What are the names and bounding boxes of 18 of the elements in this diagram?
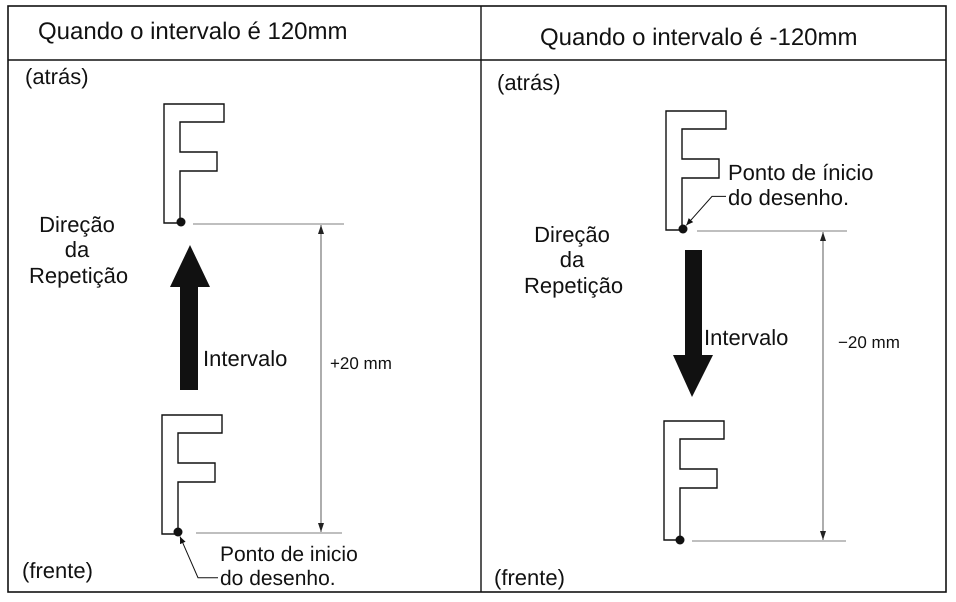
start-point-dot [174,528,182,536]
position-label: (atrás) [25,64,89,90]
leader-line [180,536,218,578]
interval-label: Intervalo [704,325,788,350]
position-label: (frente) [494,565,565,590]
callout-text: Ponto de ínicio do desenho. [728,160,888,211]
direction-label: Direção da Repetição [524,222,620,298]
column-header: Quando o intervalo é -120mm [540,24,858,52]
interval-label: Intervalo [203,346,288,372]
column-header: Quando o intervalo é 120mm [38,18,348,46]
dimension-value: −20 mm [838,333,900,353]
callout-text: Ponto de inicio do desenho. [220,543,380,592]
leader-line [686,196,726,226]
dimension-value: +20 mm [330,354,392,374]
position-label: (frente) [22,558,93,584]
position-label: (atrás) [497,70,561,96]
start-point-dot [678,224,688,234]
direction-label: Direção da Repetição [29,212,125,288]
